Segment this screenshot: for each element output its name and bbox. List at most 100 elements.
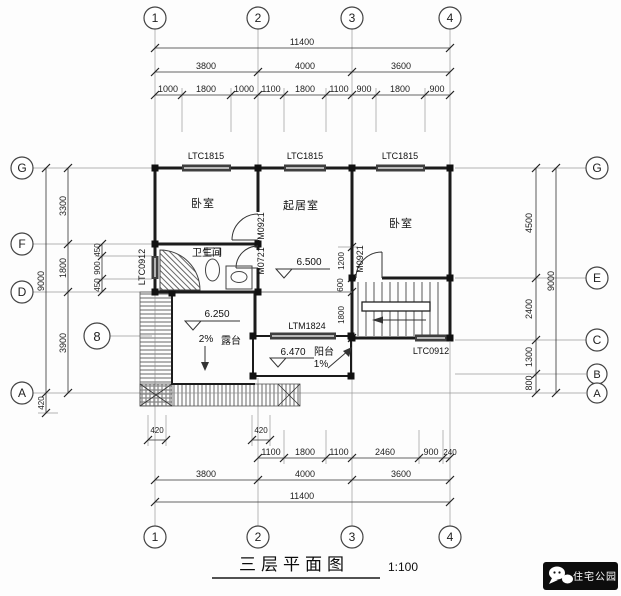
stair-direction-arrow <box>372 316 383 324</box>
dim-bottom-minor-4: 2460 <box>375 447 395 457</box>
grid-bubble-right-a: A <box>593 388 601 400</box>
grid-bubble-top-3: 3 <box>349 11 356 25</box>
dim-bottom-major-3: 3600 <box>391 469 411 479</box>
parapet-walls <box>171 293 352 385</box>
grid-bubble-right-c: C <box>593 333 602 347</box>
level-marker-terrace <box>183 320 240 331</box>
dim-right-major-1: 4500 <box>524 213 534 233</box>
window-label-top-2: LTC1815 <box>287 151 323 161</box>
dim-right-major-2: 2400 <box>524 299 534 319</box>
dim-right-major-3: 1300 <box>524 347 534 367</box>
dim-left-window-1: 450 <box>93 243 102 257</box>
door-label-bedroom-right: M0921 <box>355 245 365 273</box>
dim-bottom-minor-1: 1100 <box>261 447 280 457</box>
level-value-balcony: 6.470 <box>280 347 305 358</box>
drawing-scale: 1:100 <box>388 560 418 574</box>
window-stair <box>415 334 447 342</box>
dimension-lines <box>45 47 557 503</box>
door-label-bedroom-left: M0921 <box>256 212 266 240</box>
dim-top-major-1: 3800 <box>196 61 216 71</box>
dim-top-minor-7: 900 <box>356 84 371 94</box>
dim-top-minor-3: 1000 <box>234 84 254 94</box>
room-label-balcony: 阳台 <box>314 345 334 358</box>
door-swings <box>231 213 383 279</box>
grid-bubble-left-a: A <box>18 386 26 400</box>
bathroom-fixtures <box>159 247 253 291</box>
grid-bubble-right-b: B <box>593 369 600 381</box>
dim-top-minor-1: 1000 <box>158 84 178 94</box>
page-title: 三层平面图 <box>239 555 349 574</box>
dim-left-major-3: 3900 <box>58 333 68 353</box>
shower-icon <box>159 249 201 291</box>
dim-top-major-3: 3600 <box>391 61 411 71</box>
dim-hall-3: 1800 <box>337 306 346 324</box>
window-label-top-3: LTC1815 <box>382 151 418 161</box>
door-bedroom-left-swing <box>231 213 259 241</box>
dim-right-total: 9000 <box>546 271 556 291</box>
chat-bubbles-icon <box>549 566 573 584</box>
window-label-stair: LTC0912 <box>413 346 449 356</box>
toilet-tank-icon <box>204 247 221 256</box>
watermark-badge: 住宅公园 <box>543 562 618 590</box>
room-label-bedroom-left: 卧室 <box>191 196 215 210</box>
dim-left-total: 9000 <box>36 271 46 291</box>
sink-counter-icon <box>225 265 253 290</box>
dim-top-minor-2: 1800 <box>196 84 216 94</box>
dim-hall-1: 1200 <box>337 252 346 270</box>
grid-bubble-left-g: G <box>17 161 26 175</box>
door-bedroom-right-swing <box>355 251 383 279</box>
room-label-bathroom: 卫生间 <box>192 246 222 259</box>
balcony-slope-arrowhead <box>343 347 352 357</box>
grid-bubble-bottom-1: 1 <box>152 530 159 544</box>
toilet-icon <box>205 258 220 282</box>
level-markers <box>183 268 350 369</box>
dim-left-window-2: 900 <box>93 261 102 275</box>
grid-bubble-left-mid: 8 <box>93 329 100 344</box>
room-label-living: 起居室 <box>283 198 319 212</box>
dim-bottom-major-1: 3800 <box>196 469 216 479</box>
slope-value-terrace: 2% <box>199 334 214 345</box>
door-label-bathroom: M0721 <box>256 247 266 275</box>
dim-bottom-minor-3: 1100 <box>329 447 348 457</box>
grid-bubble-right-g: G <box>592 161 601 175</box>
slope-value-balcony: 1% <box>314 359 329 370</box>
grid-bubble-top-4: 4 <box>447 11 454 25</box>
balcony-door-window <box>270 332 336 340</box>
dim-left-window-3: 450 <box>93 278 102 292</box>
dim-top-minor-8: 1800 <box>390 84 410 94</box>
grid-bubble-left-f: F <box>18 237 25 251</box>
window-top-1 <box>182 164 231 172</box>
dim-right-major-4: 800 <box>524 375 534 390</box>
door-label-balcony: LTM1824 <box>288 321 325 331</box>
grid-bubble-right-e: E <box>593 271 601 285</box>
level-marker-balcony <box>268 357 314 368</box>
dim-top-minor-6: 1100 <box>329 84 348 94</box>
staircase <box>357 282 439 336</box>
grid-bubble-bottom-3: 3 <box>349 530 356 544</box>
level-value-terrace: 6.250 <box>204 309 229 320</box>
dim-bottom-major-2: 4000 <box>295 469 315 479</box>
window-left <box>151 256 159 279</box>
dim-bottom-total: 11400 <box>290 491 314 501</box>
terrace-slope-arrowhead <box>201 362 209 371</box>
grid-bubble-top-1: 1 <box>152 11 159 25</box>
stair-handrail <box>361 301 431 312</box>
dim-top-minor-4: 1100 <box>261 84 280 94</box>
dim-left-eave-offset: 420 <box>37 396 46 410</box>
grid-bubble-left-d: D <box>18 285 27 299</box>
dim-top-total: 11400 <box>290 37 314 47</box>
dim-bottom-minor-5: 900 <box>423 447 438 457</box>
grid-bubble-bottom-4: 4 <box>447 530 454 544</box>
watermark-label: 住宅公园 <box>573 570 617 583</box>
dim-left-major-1: 3300 <box>58 196 68 216</box>
dim-left-major-2: 1800 <box>58 258 68 278</box>
dim-top-minor-5: 1800 <box>295 84 315 94</box>
dim-top-minor-9: 900 <box>429 84 444 94</box>
dim-eave-offset-2: 420 <box>254 426 268 435</box>
windows <box>151 164 447 342</box>
dim-hall-2: 600 <box>336 278 345 292</box>
dim-top-major-2: 4000 <box>295 61 315 71</box>
dim-eave-offset-1: 420 <box>150 426 164 435</box>
window-top-3 <box>376 164 425 172</box>
